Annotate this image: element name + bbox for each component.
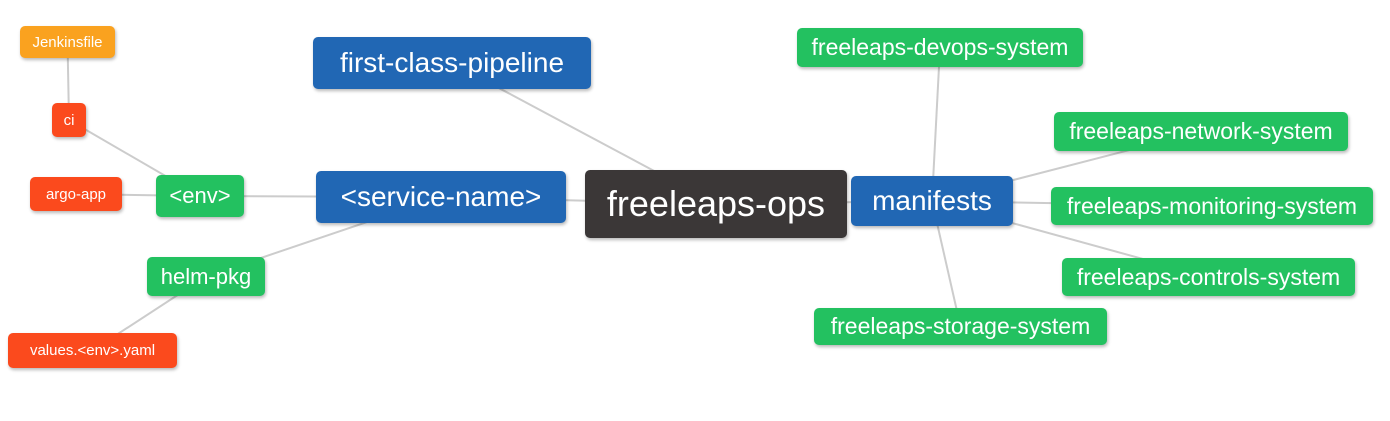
- mindmap-node-argo-app[interactable]: argo-app: [30, 177, 122, 211]
- mindmap-node-helm-pkg[interactable]: helm-pkg: [147, 257, 265, 296]
- mindmap-node-manifests[interactable]: manifests: [851, 176, 1013, 226]
- mindmap-node-freeleaps-monitoring-system[interactable]: freeleaps-monitoring-system: [1051, 187, 1373, 225]
- mindmap-node-freeleaps-devops-system[interactable]: freeleaps-devops-system: [797, 28, 1083, 67]
- mindmap-node-freeleaps-network-system[interactable]: freeleaps-network-system: [1054, 112, 1348, 151]
- mindmap-node-first-class-pipeline[interactable]: first-class-pipeline: [313, 37, 591, 89]
- mindmap-node-freeleaps-storage-system[interactable]: freeleaps-storage-system: [814, 308, 1107, 345]
- mindmap-node-freeleaps-controls-system[interactable]: freeleaps-controls-system: [1062, 258, 1355, 296]
- mindmap-node-freeleaps-ops[interactable]: freeleaps-ops: [585, 170, 847, 238]
- mindmap-node-service-name[interactable]: <service-name>: [316, 171, 566, 223]
- mindmap-node-values-env-yaml[interactable]: values.<env>.yaml: [8, 333, 177, 368]
- mindmap-node-ci[interactable]: ci: [52, 103, 86, 137]
- mindmap-node-jenkinsfile[interactable]: Jenkinsfile: [20, 26, 115, 58]
- mindmap-node-env[interactable]: <env>: [156, 175, 244, 217]
- link-manifests--freeleaps-devops-system: [931, 47, 941, 202]
